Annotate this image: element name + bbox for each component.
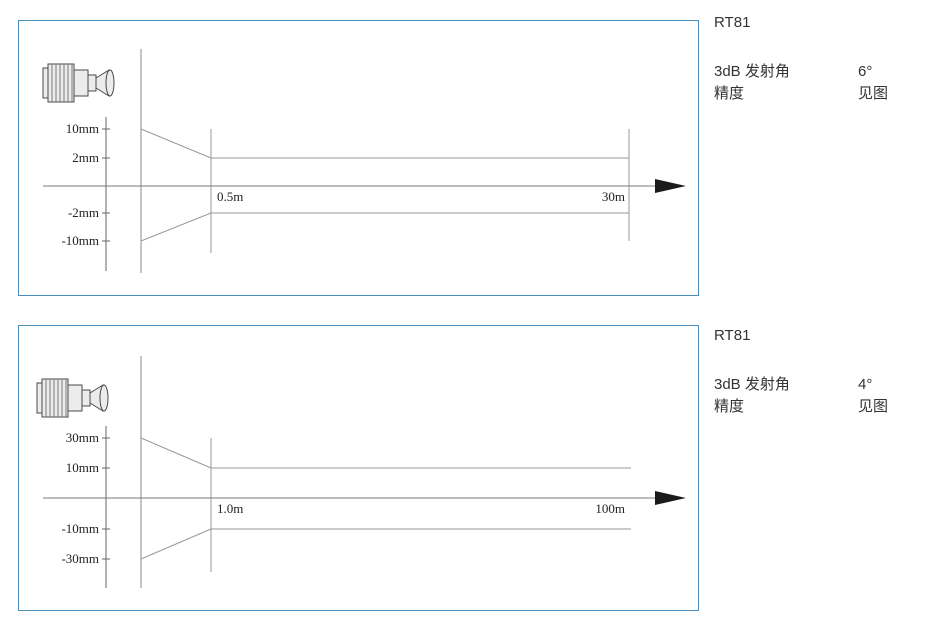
y-tick-label: -10mm: [61, 521, 99, 536]
beam-diagram-panel-1: 10mm 2mm -2mm -10mm 0.5m 30m: [18, 20, 699, 296]
spec-block-1: RT81 3dB 发射角 6° 精度 见图: [714, 14, 926, 105]
y-tick-label: 10mm: [66, 460, 99, 475]
beam-diagram-svg-2: 30mm 10mm -10mm -30mm 1.0m 100m: [36, 356, 686, 588]
beam-outline: [140, 128, 630, 253]
beam-diagram-panel-2: 30mm 10mm -10mm -30mm 1.0m 100m: [18, 325, 699, 611]
beam-diagram-svg-1: 10mm 2mm -2mm -10mm 0.5m 30m: [42, 49, 686, 273]
x-distance-label: 1.0m: [217, 501, 243, 516]
spec-label-accuracy: 精度: [714, 85, 745, 102]
model-title: RT81: [714, 14, 751, 31]
spec-list: 3dB 发射角 6° 精度 见图: [714, 61, 926, 105]
arrow-head-icon: [655, 179, 686, 193]
diagram-labels: 10mm 2mm -2mm -10mm 0.5m 30m: [61, 121, 625, 248]
y-tick-label: 10mm: [66, 121, 99, 136]
x-distance-label: 30m: [602, 189, 625, 204]
y-tick-label: 2mm: [72, 150, 99, 165]
spec-label-accuracy: 精度: [714, 398, 745, 415]
diagram-labels: 30mm 10mm -10mm -30mm 1.0m 100m: [61, 430, 625, 566]
spec-list: 3dB 发射角 4° 精度 见图: [714, 374, 926, 418]
spec-row-beam-angle: 3dB 发射角 4°: [714, 374, 926, 396]
x-distance-label: 0.5m: [217, 189, 243, 204]
y-tick-label: 30mm: [66, 430, 99, 445]
beam-outline: [140, 437, 631, 572]
radar-sensor-icon: [36, 378, 109, 418]
spec-row-accuracy: 精度 见图: [714, 83, 926, 105]
spec-value-accuracy: 见图: [858, 85, 889, 102]
y-axis: [102, 117, 110, 271]
radar-sensor-icon: [42, 63, 115, 103]
spec-row-beam-angle: 3dB 发射角 6°: [714, 61, 926, 83]
model-title: RT81: [714, 327, 751, 344]
spec-label-beam-angle: 3dB 发射角: [714, 376, 790, 393]
arrow-head-icon: [655, 491, 686, 505]
y-tick-label: -2mm: [68, 205, 99, 220]
spec-value-beam-angle: 4°: [858, 376, 873, 393]
spec-row-accuracy: 精度 见图: [714, 396, 926, 418]
spec-value-accuracy: 见图: [858, 398, 889, 415]
y-tick-label: -30mm: [61, 551, 99, 566]
spec-label-beam-angle: 3dB 发射角: [714, 63, 790, 80]
spec-value-beam-angle: 6°: [858, 63, 873, 80]
spec-block-2: RT81 3dB 发射角 4° 精度 见图: [714, 327, 926, 418]
x-distance-label: 100m: [595, 501, 625, 516]
y-axis: [102, 426, 110, 588]
y-tick-label: -10mm: [61, 233, 99, 248]
